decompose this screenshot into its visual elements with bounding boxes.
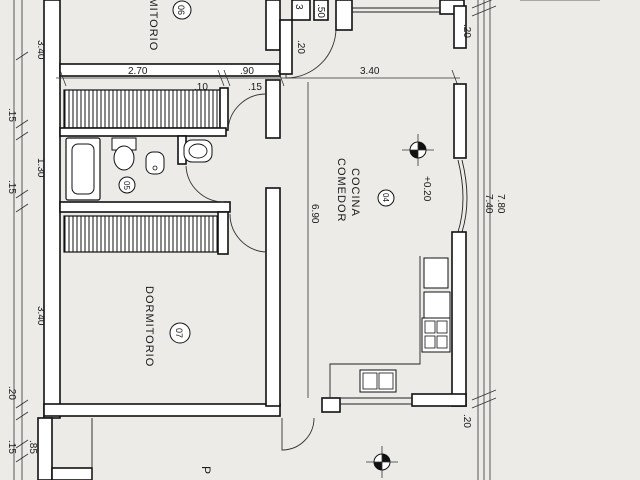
dim-270: 2.70: [128, 66, 148, 77]
bottom-wall-stub: [51, 467, 93, 480]
dim-20-top: .20: [461, 24, 472, 38]
wall-corner: [279, 19, 293, 75]
room-label-partial: P: [199, 466, 213, 474]
wall-vertical-mid: [265, 79, 281, 139]
room-tag-dormitorio-bottom: 07: [169, 322, 191, 344]
dim-left-15b: .15: [6, 180, 17, 194]
window-curve: [457, 159, 464, 233]
level-marker-bottom: [366, 446, 398, 478]
outer-wall-left: [43, 0, 61, 419]
room-tag-cocina: 04: [377, 189, 395, 207]
kitchen-sink: [359, 369, 397, 393]
left-dimension-chain: [13, 0, 29, 480]
dim-90: .90: [240, 66, 254, 77]
dim-left-130: 1.30: [35, 158, 46, 178]
room-number-cocina: 04: [381, 193, 390, 202]
toilet: [111, 137, 137, 171]
level-marker: [402, 134, 434, 166]
stove: [421, 317, 451, 353]
door-bath: [227, 93, 267, 131]
window-kitchen-top: [453, 83, 467, 159]
closet-top: [63, 89, 221, 129]
dim-left-85: .85: [27, 440, 38, 454]
dim-20-right: .20: [461, 414, 472, 428]
room-number-dormitorio-top: 06: [176, 5, 186, 15]
bidet: [145, 151, 165, 175]
door-corridor: [185, 165, 225, 203]
dim-left-15c: .15: [6, 440, 17, 454]
room-number-dormitorio-bottom: 07: [174, 328, 184, 338]
room-name-comedor: COMEDOR: [335, 158, 347, 222]
room-number-bano: 05: [122, 181, 131, 190]
dim-740: 7.40: [483, 194, 494, 214]
wall-vertical-top: [265, 0, 281, 51]
dim-left-20: .20: [6, 386, 17, 400]
room-tag-dormitorio-top: 06: [172, 0, 192, 20]
room-name-cocina: COCINA: [349, 168, 361, 217]
room-name-dormitorio-bottom: DORMITORIO: [143, 286, 155, 367]
kitchen-counter: [329, 256, 451, 398]
dim-10: .10: [194, 82, 208, 93]
wall-kitchen-bottom-left: [321, 397, 341, 413]
wall-vertical-bottom: [265, 187, 281, 407]
bathtub: [65, 137, 101, 201]
dim-780: 7.80: [495, 194, 506, 214]
dim-340-top: 3.40: [360, 66, 380, 77]
dim-left-15a: .15: [6, 108, 17, 122]
dim-50: .50: [315, 4, 326, 18]
dim-3: 3: [293, 4, 304, 10]
closet-top-wall: [219, 87, 229, 131]
level-value: +0.20: [421, 176, 432, 202]
wall-kitchen-top-left: [335, 0, 353, 31]
sink: [183, 139, 213, 163]
wall-kitchen-right-top: [453, 5, 467, 49]
wall-top-stub: [313, 0, 329, 21]
door-bedroom-bottom: [229, 213, 267, 253]
dim-left-340b: 3.40: [35, 306, 46, 326]
room-tag-bano: 05: [118, 176, 136, 194]
room-name-dormitorio-top: DORMITORIO: [147, 0, 159, 51]
wall-bath-bottom: [59, 201, 231, 213]
dim-20-door: .20: [295, 40, 306, 54]
top-dimension-chain: [56, 69, 460, 87]
outer-wall-left-lower: [37, 417, 53, 480]
closet-bottom: [63, 215, 219, 253]
dim-left-340a: 3.40: [35, 40, 46, 60]
bottom-wall-left: [43, 403, 281, 417]
dim-15a: .15: [248, 82, 262, 93]
wall-bath-top: [59, 127, 227, 137]
door-entrance: [281, 417, 315, 451]
wall-kitchen-bottom: [411, 393, 467, 407]
closet-bottom-wall: [217, 211, 229, 255]
wall-top-entry: [291, 0, 311, 21]
wall-kitchen-right-bottom: [451, 231, 467, 407]
dim-690: 6.90: [309, 204, 320, 224]
right-dimension-chain: [471, 0, 600, 480]
